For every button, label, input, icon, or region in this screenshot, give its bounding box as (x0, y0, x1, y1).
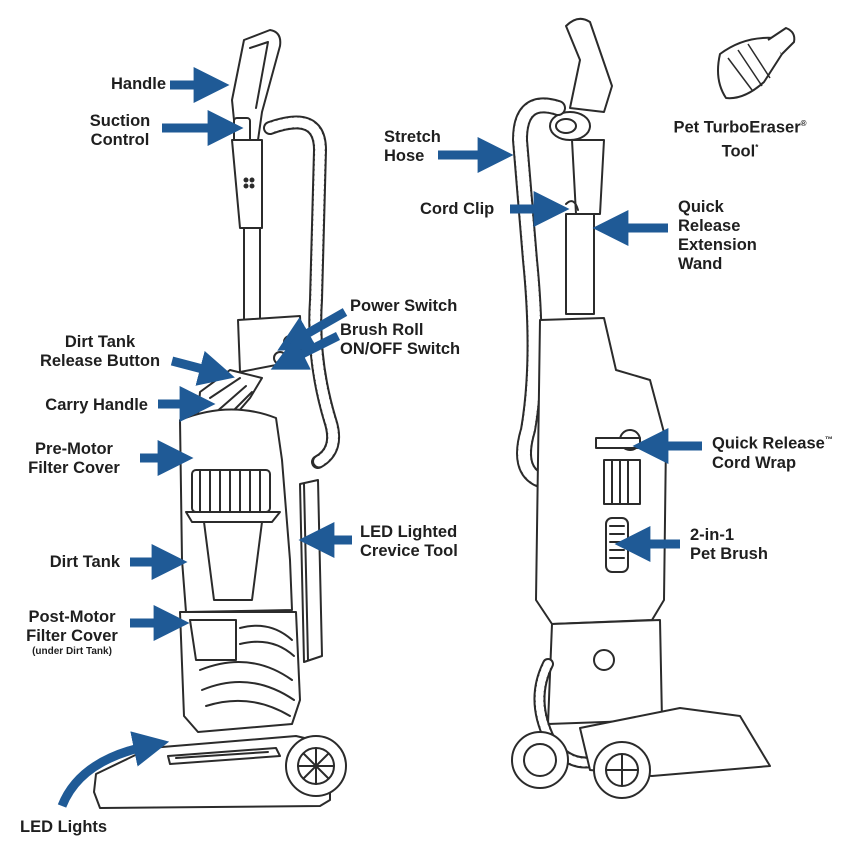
power-switch-button (283, 335, 297, 349)
label-suction-line2: Control (90, 131, 150, 149)
label-led-lights: LED Lights (20, 818, 107, 837)
brush-roll-switch-button (273, 351, 287, 365)
label-post-motor-line1: Post-Motor (28, 608, 116, 626)
label-suction-control: Suction Control (80, 112, 160, 150)
suction-control-slider (233, 117, 251, 143)
label-suction-line1: Suction (89, 112, 151, 130)
label-handle-text: Handle (110, 75, 166, 93)
label-dtr-line1: Dirt Tank (64, 333, 136, 351)
label-pet-tool-line2: Tool* (662, 138, 818, 162)
rear-body (535, 317, 667, 625)
label-pet-brush-line1: 2-in-1 (690, 526, 735, 544)
callout-arrows (57, 67, 702, 808)
trademark-mark: ™ (824, 435, 833, 444)
label-brush-roll-line2: ON/OFF Switch (340, 340, 461, 358)
rear-wheel-left (511, 731, 569, 789)
label-pet-tool: Pet TurboEraser® Tool* (662, 114, 818, 161)
label-dtr-line2: Release Button (39, 352, 161, 370)
label-pet-tool-line1: Pet TurboEraser® (662, 114, 818, 138)
label-pet-brush-line2: Pet Brush (690, 545, 768, 563)
registered-mark: ® (800, 119, 807, 128)
label-pre-motor-line1: Pre-Motor (35, 440, 113, 458)
label-dirt-tank-text: Dirt Tank (49, 553, 120, 571)
crevice-tool (299, 479, 323, 663)
label-stretch-hose: Stretch Hose (384, 128, 441, 166)
wand (243, 227, 261, 321)
label-power-switch: Power Switch (350, 297, 457, 316)
label-post-motor-note: (under Dirt Tank) (32, 646, 112, 657)
label-cord-wrap: Quick Release™ Cord Wrap (712, 430, 833, 473)
label-pet-tool-name: Pet TurboEraser (673, 118, 801, 137)
asterisk-mark: * (755, 142, 759, 152)
label-qrw-line4: Wand (678, 255, 723, 273)
label-qrw-line1: Quick (678, 198, 724, 216)
led-lights-strip (167, 747, 281, 765)
arrow-brush-roll (270, 331, 341, 370)
label-carry-handle-text: Carry Handle (45, 396, 148, 414)
label-stretch-line2: Hose (384, 147, 425, 165)
arrow-dirt-tank-release (170, 350, 235, 386)
label-cord-wrap-line1: Quick Release™ (712, 430, 833, 454)
rear-handle (565, 17, 613, 113)
label-cord-wrap-line2: Cord Wrap (712, 453, 797, 472)
label-cord-wrap-name: Quick Release (712, 434, 825, 453)
label-cord-clip-text: Cord Clip (420, 200, 495, 218)
label-pre-motor: Pre-Motor Filter Cover (12, 440, 136, 478)
label-crevice-line1: LED Lighted (360, 523, 458, 541)
label-pet-tool-word: Tool (721, 142, 756, 160)
label-power-switch-text: Power Switch (350, 297, 458, 315)
label-qrw-line2: Release (678, 217, 741, 235)
arrow-led-lights (57, 731, 170, 808)
label-quick-release-wand: Quick Release Extension Wand (678, 198, 757, 274)
label-stretch-line1: Stretch (384, 128, 441, 146)
label-dirt-tank: Dirt Tank (20, 553, 120, 572)
label-pet-brush: 2-in-1 Pet Brush (690, 526, 768, 564)
label-dirt-tank-release: Dirt Tank Release Button (28, 333, 172, 371)
arrow-power-switch (277, 308, 348, 351)
extension-wand (565, 213, 595, 315)
label-brush-roll-line1: Brush Roll (340, 321, 424, 339)
label-brush-roll: Brush Roll ON/OFF Switch (340, 321, 460, 359)
label-led-lights-text: LED Lights (20, 818, 108, 836)
label-crevice-line2: Crevice Tool (360, 542, 458, 560)
pet-turboeraser-tool-illustration (717, 27, 796, 100)
label-carry-handle: Carry Handle (20, 396, 148, 415)
label-crevice-tool: LED Lighted Crevice Tool (360, 523, 458, 561)
label-handle: Handle (96, 75, 166, 94)
label-post-motor-line2: Filter Cover (26, 627, 118, 645)
label-qrw-line3: Extension (678, 236, 757, 254)
label-pre-motor-line2: Filter Cover (28, 459, 120, 477)
label-post-motor: Post-Motor Filter Cover (under Dirt Tank… (14, 608, 130, 658)
label-cord-clip: Cord Clip (420, 200, 494, 219)
